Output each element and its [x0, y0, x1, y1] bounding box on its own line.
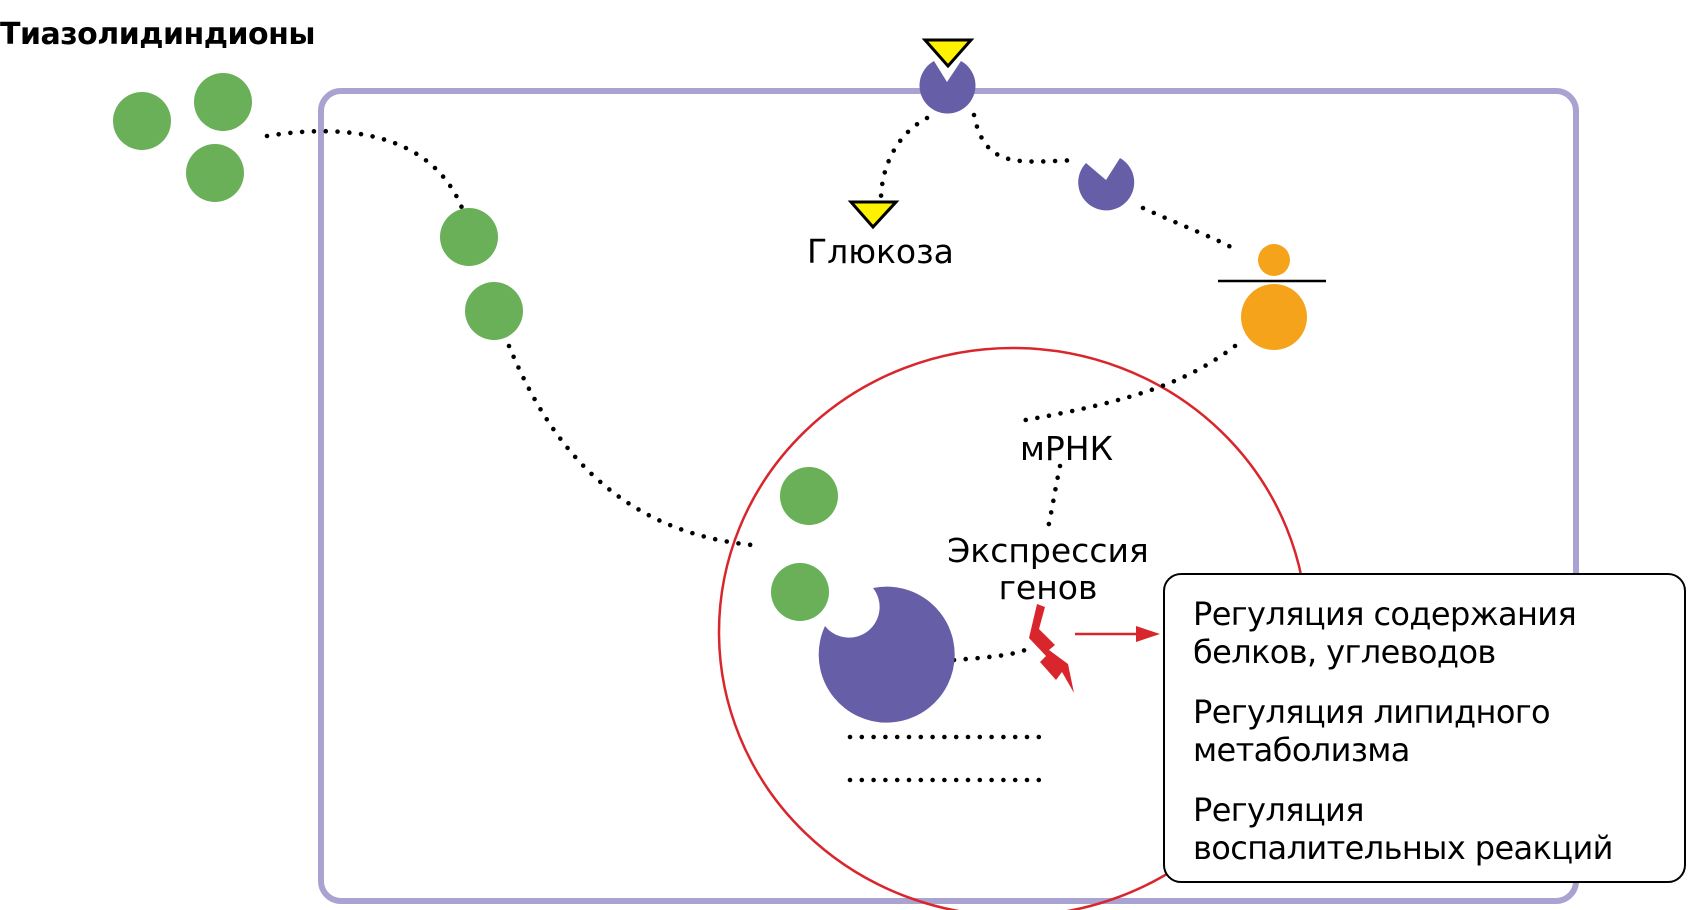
lightning-bolt-icon — [1029, 604, 1074, 693]
ppar-receptor-icon — [818, 586, 955, 723]
gene-expression-label-line2: генов — [999, 568, 1098, 607]
path-mrna-to-expression — [1045, 463, 1063, 531]
signal-small-orange — [1258, 244, 1290, 276]
glucose-label: Глюкоза — [807, 232, 954, 271]
gene-expression-label-line1: Экспрессия — [947, 531, 1149, 570]
title: Тиазолидиндионы — [0, 17, 315, 52]
glucose-triangle-icon — [847, 200, 900, 230]
effect-item: Регуляция липидного метаболизма — [1193, 693, 1684, 769]
effect-item: Регуляция воспалительных реакций — [1193, 791, 1684, 867]
effect-line: метаболизма — [1193, 731, 1410, 769]
tzd-molecule-nuclear — [780, 467, 838, 525]
effect-line: воспалительных реакций — [1193, 829, 1613, 867]
tzd-molecule — [465, 282, 523, 340]
tzd-molecule — [113, 92, 171, 150]
insulin-receptor-icon — [919, 61, 976, 114]
tzd-molecule — [194, 73, 252, 131]
path-drug-to-nucleus — [506, 343, 755, 548]
effects-arrow-head — [1136, 626, 1160, 642]
signal-protein-icon — [1078, 158, 1135, 211]
path-ppar-to-expression — [951, 647, 1028, 663]
effects-box: Регуляция содержания белков, углеводов Р… — [1163, 573, 1686, 883]
path-signal-to-transporter — [1140, 205, 1239, 253]
path-transporter-to-mrna — [1017, 343, 1238, 424]
signal-large-orange — [1241, 284, 1307, 350]
tzd-molecule-bound — [771, 563, 829, 621]
effect-item: Регуляция содержания белков, углеводов — [1193, 595, 1684, 671]
effect-line: белков, углеводов — [1193, 633, 1496, 671]
effect-line: Регуляция — [1193, 791, 1364, 829]
tzd-molecule — [186, 144, 244, 202]
path-drug-entry — [264, 128, 465, 211]
path-insulin-receptor-to-glucose — [878, 115, 930, 207]
mrna-label: мРНК — [1020, 429, 1113, 468]
tzd-molecule — [440, 208, 498, 266]
effect-line: Регуляция липидного — [1193, 693, 1551, 731]
effect-line: Регуляция содержания — [1193, 595, 1577, 633]
path-insulin-receptor-to-signal — [971, 112, 1081, 164]
ligand-triangle-icon — [921, 38, 975, 69]
